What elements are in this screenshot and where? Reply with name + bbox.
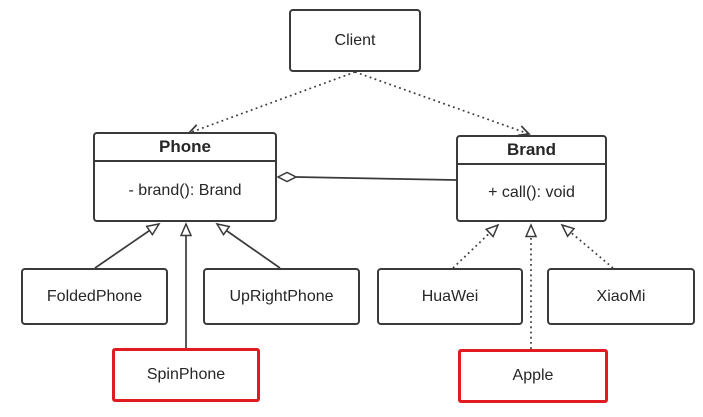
class-box-foldedphone: FoldedPhone [21, 268, 168, 325]
class-member-brand: + call(): void [488, 183, 575, 201]
class-box-apple-highlighted: Apple [458, 349, 608, 403]
class-title-brand: Brand [458, 137, 605, 165]
class-box-spinphone-highlighted: SpinPhone [112, 348, 260, 402]
realization-arrow-xiaomi-brand [560, 223, 614, 269]
class-label-apple: Apple [512, 367, 554, 385]
class-label-huawei: HuaWei [421, 287, 479, 305]
dependency-arrow-client-brand [354, 71, 531, 137]
aggregation-line-phone-brand [295, 176, 457, 181]
class-box-xiaomi: XiaoMi [547, 268, 695, 325]
generalization-arrow-foldedphone-phone [94, 222, 161, 269]
dependency-arrow-client-phone [187, 71, 356, 136]
class-box-huawei: HuaWei [377, 268, 523, 325]
class-label-client: Client [334, 31, 376, 49]
class-box-client: Client [289, 9, 421, 72]
generalization-arrow-uprightphone-phone [215, 222, 281, 269]
class-label-spinphone: SpinPhone [146, 366, 226, 384]
class-box-uprightphone: UpRightPhone [203, 268, 360, 325]
class-label-uprightphone: UpRightPhone [229, 287, 334, 305]
class-label-xiaomi: XiaoMi [596, 287, 646, 305]
class-member-phone: - brand(): Brand [128, 182, 242, 200]
realization-arrow-huawei-brand [452, 223, 500, 269]
class-box-phone: Phone - brand(): Brand [93, 132, 277, 222]
class-label-foldedphone: FoldedPhone [46, 287, 143, 305]
class-box-brand: Brand + call(): void [456, 135, 607, 222]
class-title-phone: Phone [95, 134, 275, 162]
aggregation-diamond [276, 171, 298, 183]
